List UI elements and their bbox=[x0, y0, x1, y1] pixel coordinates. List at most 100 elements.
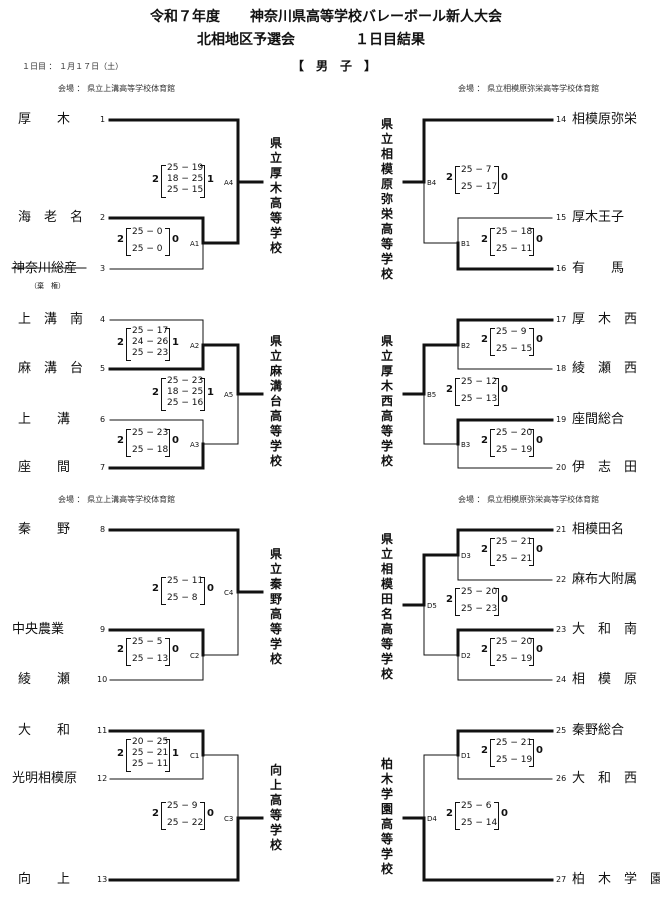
match-code-d2: D2 bbox=[461, 652, 471, 660]
title-results: １日目結果 bbox=[355, 32, 425, 48]
sets-won-right: 0 bbox=[501, 808, 508, 819]
set-score: 25 − 22 bbox=[167, 818, 204, 828]
winner-block-f: 県立厚木西高等学校 bbox=[380, 334, 393, 468]
bracket-right bbox=[200, 165, 205, 198]
bracket-left bbox=[490, 638, 495, 666]
match-code-c4: C4 bbox=[224, 589, 234, 597]
winner-block-h: 柏木学園高等学校 bbox=[380, 757, 393, 876]
sets-won-left: 2 bbox=[446, 808, 453, 819]
day-label: １日目 ： １月１７日（土） bbox=[22, 62, 124, 71]
bracket-right bbox=[529, 228, 534, 256]
bracket-left bbox=[490, 538, 495, 566]
seed-24: 24 bbox=[556, 675, 567, 684]
set-score: 25 − 8 bbox=[167, 593, 198, 603]
set-score: 25 − 19 bbox=[167, 163, 204, 173]
seed-8: 8 bbox=[100, 525, 106, 534]
seed-19: 19 bbox=[556, 415, 567, 424]
seed-26: 26 bbox=[556, 774, 567, 783]
match-code-c2: C2 bbox=[190, 652, 200, 660]
bracket-left bbox=[455, 802, 460, 830]
team-22: 麻布大附属 bbox=[572, 572, 638, 587]
bracket-right bbox=[200, 577, 205, 605]
sets-won-right: 0 bbox=[501, 384, 508, 395]
set-score: 25 − 17 bbox=[461, 182, 498, 192]
sets-won-right: 1 bbox=[207, 173, 214, 185]
set-score: 25 − 9 bbox=[167, 801, 198, 811]
team-3-withdrawn-note: （棄 権） bbox=[30, 282, 65, 290]
sets-won-right: 0 bbox=[172, 234, 179, 245]
winner-block-g: 県立相模田名高等学校 bbox=[380, 532, 393, 681]
team-25: 秦野総合 bbox=[572, 723, 625, 738]
seed-9: 9 bbox=[100, 625, 106, 634]
sets-won-right: 1 bbox=[172, 336, 179, 348]
team-27: 柏 木 学 園 bbox=[572, 872, 660, 887]
team-17: 厚 木 西 bbox=[572, 312, 638, 327]
sets-won-left: 2 bbox=[446, 594, 453, 605]
venue-top-right: 会場 ： 県立相模原弥栄高等学校体育館 bbox=[458, 84, 600, 93]
winner-block-e: 県立相模原弥栄高等学校 bbox=[380, 117, 393, 281]
seed-1: 1 bbox=[100, 115, 106, 124]
sets-won-right: 1 bbox=[172, 747, 179, 759]
seed-27: 27 bbox=[556, 875, 567, 884]
sets-won-left: 2 bbox=[481, 544, 488, 555]
bracket-right bbox=[494, 378, 499, 406]
team-14: 相模原弥栄 bbox=[572, 112, 638, 127]
seed-7: 7 bbox=[100, 463, 106, 472]
sets-won-right: 0 bbox=[536, 544, 543, 555]
match-code-b4: B4 bbox=[427, 179, 437, 187]
set-score: 25 − 23 bbox=[132, 348, 169, 358]
set-score: 25 − 16 bbox=[167, 398, 204, 408]
sets-won-right: 0 bbox=[172, 435, 179, 446]
match-code-a4: A4 bbox=[224, 179, 234, 187]
bracket-left bbox=[161, 378, 166, 411]
sets-won-right: 0 bbox=[536, 435, 543, 446]
bracket-right bbox=[529, 739, 534, 767]
sets-won-left: 2 bbox=[481, 234, 488, 245]
title-qualifier: 北相地区予選会 bbox=[197, 32, 295, 48]
bracket-right bbox=[200, 802, 205, 830]
venue-bottom-right: 会場 ： 県立相模原弥栄高等学校体育館 bbox=[458, 495, 600, 504]
seed-15: 15 bbox=[556, 213, 567, 222]
set-score: 25 − 19 bbox=[496, 755, 533, 765]
bracket-right bbox=[529, 429, 534, 457]
seed-11: 11 bbox=[97, 726, 108, 735]
match-code-b1: B1 bbox=[461, 240, 471, 248]
match-code-d4: D4 bbox=[427, 815, 437, 823]
set-score: 25 − 21 bbox=[496, 537, 533, 547]
match-code-c3: C3 bbox=[224, 815, 234, 823]
sets-won-right: 0 bbox=[207, 808, 214, 819]
bracket-right bbox=[494, 802, 499, 830]
sets-won-right: 0 bbox=[501, 172, 508, 183]
seed-22: 22 bbox=[556, 575, 567, 584]
sets-won-left: 2 bbox=[117, 336, 124, 348]
set-score: 25 − 23 bbox=[167, 376, 204, 386]
set-score: 25 − 0 bbox=[132, 227, 163, 237]
team-1: 厚 木 bbox=[18, 112, 71, 127]
bracket-right bbox=[494, 166, 499, 194]
set-score: 25 − 14 bbox=[461, 818, 498, 828]
team-15: 厚木王子 bbox=[572, 210, 625, 225]
sets-won-left: 2 bbox=[117, 234, 124, 245]
set-score: 25 − 21 bbox=[496, 738, 533, 748]
venue-bottom-left: 会場 ： 県立上溝高等学校体育館 bbox=[58, 495, 176, 504]
sets-won-right: 0 bbox=[172, 644, 179, 655]
set-score: 25 − 5 bbox=[132, 637, 163, 647]
bracket-left bbox=[455, 588, 460, 616]
seed-12: 12 bbox=[97, 774, 108, 783]
bracket-left bbox=[490, 429, 495, 457]
match-code-a2: A2 bbox=[190, 342, 200, 350]
set-score: 25 − 15 bbox=[167, 185, 204, 195]
team-6: 上 溝 bbox=[18, 412, 71, 427]
set-score: 25 − 13 bbox=[461, 394, 498, 404]
